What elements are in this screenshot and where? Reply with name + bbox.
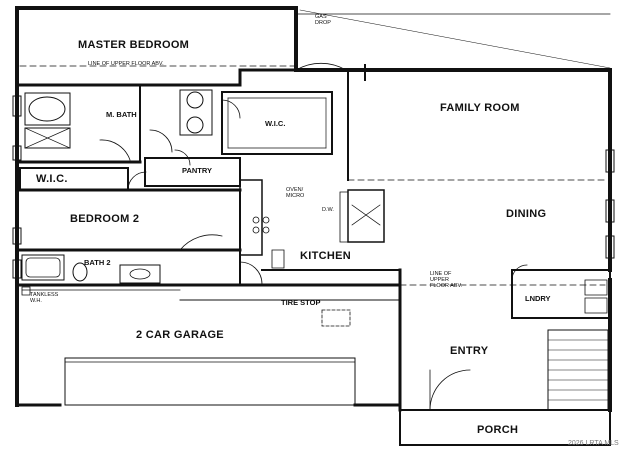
- garage-label: 2 CAR GARAGE: [136, 329, 224, 341]
- family-door: [296, 63, 346, 70]
- bath-door: [100, 140, 130, 160]
- kitchen-island: [348, 190, 384, 242]
- kitchen-cabinet-left: [240, 180, 262, 255]
- dishwasher-note: D.W.: [322, 207, 334, 213]
- master-wic: [222, 92, 332, 154]
- bath-tub: [25, 93, 70, 125]
- kitchen-label: KITCHEN: [300, 250, 351, 262]
- bedroom-2-label: BEDROOM 2: [70, 213, 140, 225]
- upper-floor-note-right: LINE OF UPPER FLOOR ABV.: [430, 271, 463, 289]
- oven-micro-note: OVEN/ MICRO: [286, 187, 305, 199]
- gas-drop-note: GAS DROP: [315, 14, 331, 26]
- upper-floor-note-top: LINE OF UPPER FLOOR ABV.: [88, 61, 164, 67]
- tire-stop-label: TIRE STOP: [281, 298, 321, 307]
- laundry-label: LNDRY: [525, 294, 551, 303]
- laundry: [512, 270, 610, 318]
- bath2-tub: [22, 255, 64, 280]
- garage-door: [65, 358, 355, 405]
- toilet: [73, 263, 87, 281]
- shower: [25, 128, 70, 148]
- tankless-note: TANKLESS W.H.: [30, 292, 59, 304]
- watermark: 2026 LRTA MLS: [568, 440, 619, 447]
- dining-label: DINING: [506, 208, 547, 220]
- family-room-label: FAMILY ROOM: [440, 102, 520, 114]
- bath-2-label: BATH 2: [84, 258, 111, 267]
- m-bath-label: M. BATH: [106, 110, 137, 119]
- range-top: [272, 250, 284, 268]
- sink: [187, 92, 203, 108]
- master-wic-label: W.I.C.: [265, 119, 286, 128]
- tankless-heater: [22, 287, 30, 295]
- entry-label: ENTRY: [450, 345, 489, 357]
- master-bedroom-label: MASTER BEDROOM: [78, 39, 190, 51]
- entry-door: [430, 370, 470, 410]
- porch-label: PORCH: [477, 424, 519, 436]
- pantry-label: PANTRY: [182, 166, 212, 175]
- wic-2-label: W.I.C.: [36, 173, 68, 185]
- garage-vent: [322, 310, 350, 326]
